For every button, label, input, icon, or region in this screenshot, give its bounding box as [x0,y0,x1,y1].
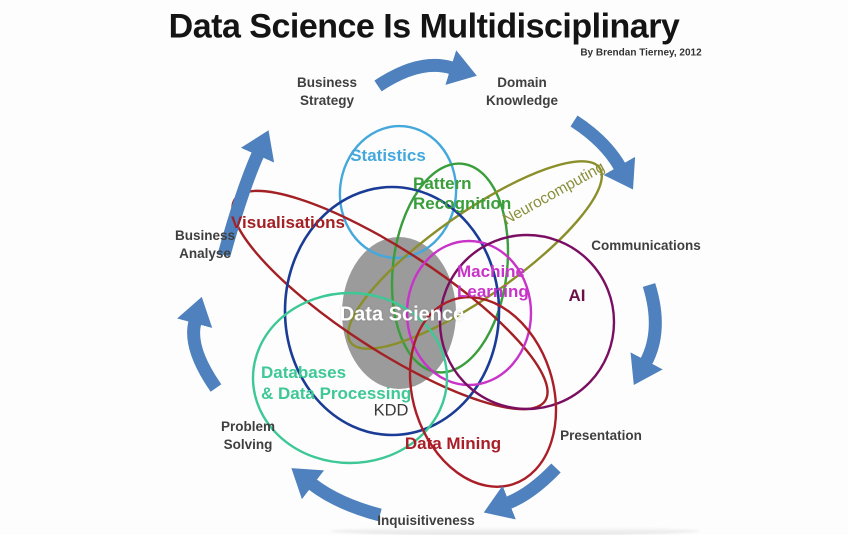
ellipse-statistics [338,124,458,260]
label-domain-knowledge: Domain Knowledge [485,75,559,108]
label-visualisations: Visualisations [230,213,346,232]
label-kdd: KDD [373,401,409,420]
arrow-business-strategy-to-domain-knowledge [374,50,477,92]
ellipse-data-mining [408,296,558,488]
ellipse-databases [251,291,449,465]
ellipse-pattern-recognition [390,162,510,374]
ellipse-neurocomputing [346,160,604,350]
label-data-science: Data Science [339,303,465,326]
label-statistics: Statistics [350,146,426,165]
label-databases-data-processing: Databases & Data Processing [261,363,412,403]
ellipse-kdd [283,185,501,437]
label-pattern-recognition: Pattern Recognition [413,174,512,213]
bottom-edge-shadow [330,527,700,535]
label-machine-learning: Machine Learning [457,262,529,301]
arrow-inquisitiveness-to-problem-solving [291,468,382,522]
label-business-analyse: Business Analyse [174,228,236,261]
arrow-domain-knowledge-to-communications [570,115,636,190]
arrow-communications-to-presentation [630,283,663,385]
data-science-blob [342,237,456,389]
label-ai: AI [568,286,586,305]
label-presentation: Presentation [560,428,642,444]
ellipse-machine-learning [405,239,533,387]
page-title: Data Science Is Multidisciplinary [168,7,680,46]
label-data-mining: Data Mining [404,434,502,453]
label-inquisitiveness: Inquisitiveness [377,513,475,529]
arrow-problem-solving-to-business-analyse [177,296,222,392]
arrow-business-analyse-to-business-strategy [217,130,275,257]
label-business-strategy: Business Strategy [296,75,358,108]
label-communications: Communications [591,238,701,254]
ellipse-ai [438,233,616,411]
byline: By Brendan Tierney, 2012 [580,47,702,59]
arrow-presentation-to-inquisitiveness [483,463,561,520]
label-problem-solving: Problem Solving [220,419,276,452]
